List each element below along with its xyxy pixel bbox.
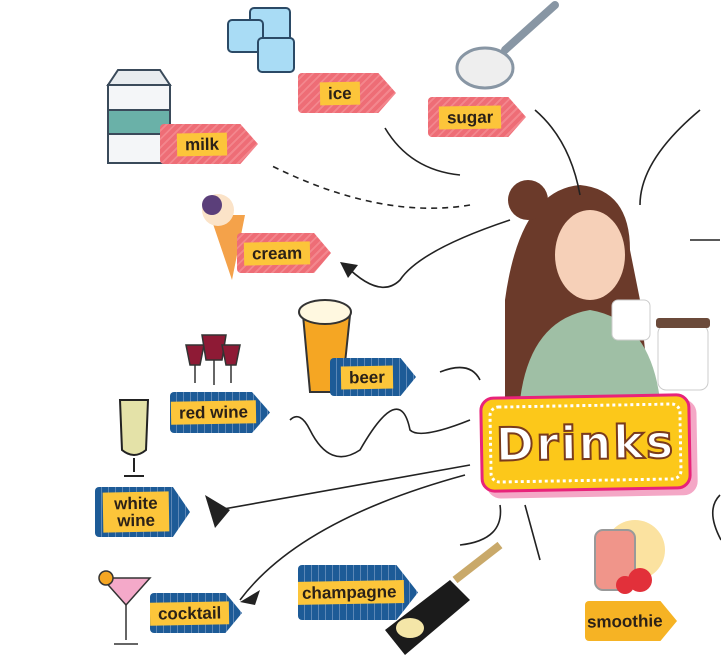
tag-cream[interactable]: cream (237, 233, 331, 273)
tag-beer[interactable]: beer (330, 358, 416, 396)
label-cream: cream (244, 240, 311, 266)
champagne-bottle-illustration (385, 541, 503, 655)
white-wine-glass-illustration (118, 399, 150, 477)
red-wine-glasses-illustration (185, 334, 241, 385)
title-banner: Drinks (479, 393, 692, 493)
tag-smoothie[interactable]: smoothie (585, 601, 677, 641)
tag-sugar[interactable]: sugar (428, 97, 526, 137)
tag-red-wine[interactable]: red wine (170, 392, 270, 433)
ice-cubes-illustration (227, 7, 295, 73)
label-champagne: champagne (298, 580, 406, 605)
ice-cream-cone-illustration (202, 194, 245, 280)
smoothie-jar-illustration (594, 520, 665, 594)
tag-milk[interactable]: milk (160, 124, 258, 164)
connector-arrows (217, 109, 721, 601)
arrowheads (205, 262, 358, 605)
tag-cocktail[interactable]: cocktail (150, 593, 242, 633)
label-white-wine: white wine (102, 491, 170, 533)
label-ice: ice (320, 81, 361, 105)
tag-ice[interactable]: ice (298, 73, 396, 113)
label-smoothie: smoothie (586, 610, 663, 632)
label-sugar: sugar (438, 104, 502, 130)
milk-carton-illustration (106, 69, 172, 164)
label-red-wine: red wine (170, 400, 256, 425)
woman-drinking-coffee-illustration (500, 180, 721, 400)
label-cocktail: cocktail (150, 600, 230, 626)
label-beer: beer (340, 365, 394, 389)
cocktail-glass-illustration (98, 570, 152, 645)
sugar-spoon-illustration (455, 1, 559, 90)
marquee-dots (488, 402, 683, 484)
tag-white-wine[interactable]: white wine (95, 487, 190, 537)
label-milk: milk (176, 132, 228, 156)
tag-champagne[interactable]: champagne (298, 565, 418, 620)
